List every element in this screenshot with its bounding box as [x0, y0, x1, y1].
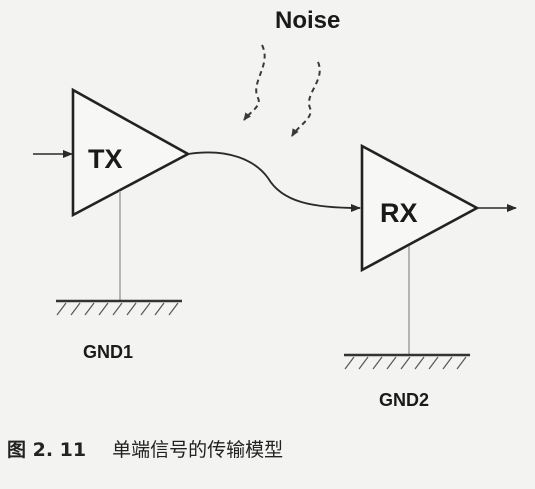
- gnd2-symbol: [344, 353, 470, 370]
- figure-number: 图 2. 11: [7, 439, 87, 461]
- signal-line: [187, 151, 361, 212]
- caption-text: 单端信号的传输模型: [112, 439, 284, 461]
- gnd1-label: GND1: [83, 342, 134, 362]
- gnd1-symbol: [56, 299, 182, 316]
- rx-label: RX: [380, 198, 418, 228]
- noise-arrow-left: [243, 44, 266, 121]
- tx-amplifier: [71, 87, 191, 218]
- rx-amplifier: [360, 143, 480, 273]
- figure-caption: 图 2. 11 单端信号的传输模型: [7, 441, 283, 460]
- gnd2-label: GND2: [379, 390, 430, 410]
- tx-label: TX: [88, 144, 123, 174]
- noise-arrow-right: [291, 61, 321, 137]
- noise-label: Noise: [275, 7, 341, 34]
- single-ended-transmission-diagram: [33, 44, 517, 370]
